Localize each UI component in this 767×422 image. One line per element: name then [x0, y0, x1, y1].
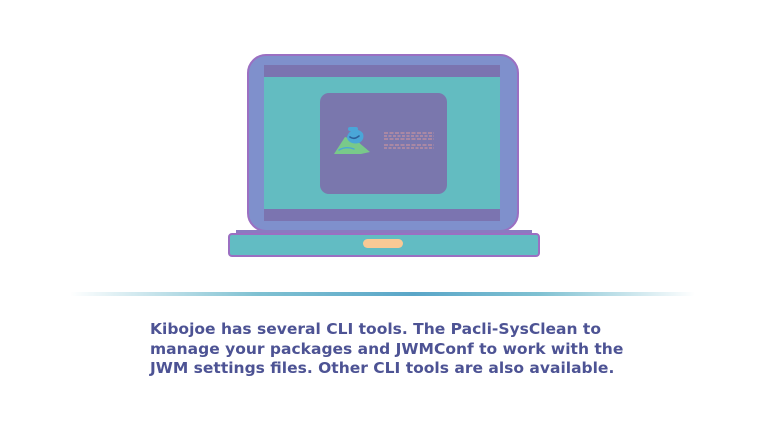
laptop-trackpad — [363, 239, 403, 248]
app-window — [320, 93, 447, 194]
app-text-lines — [384, 132, 434, 149]
cleaning-app-icon — [334, 127, 370, 154]
screen-top-bar — [264, 65, 500, 77]
screen-bottom-bar — [264, 209, 500, 221]
laptop-icon — [228, 54, 540, 257]
laptop-hinge — [236, 230, 532, 234]
description-text: Kibojoe has several CLI tools. The Pacli… — [150, 320, 624, 377]
section-divider — [70, 292, 695, 296]
